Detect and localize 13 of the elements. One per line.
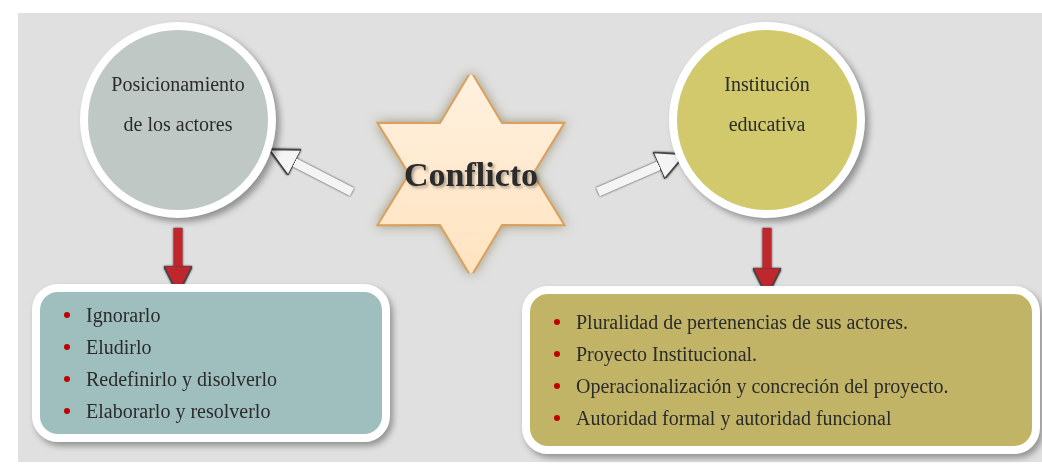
circle-label: Posicionamiento de los actores	[110, 72, 246, 137]
list-item: Ignorarlo	[86, 303, 161, 329]
list-item: Autoridad formal y autoridad funcional	[576, 406, 892, 432]
list-item: Redefinirlo y disolverlo	[86, 367, 278, 393]
list-item: Eludirlo	[86, 335, 152, 360]
list-item: Proyecto Institucional.	[576, 342, 758, 368]
list-item: Pluralidad de pertenencias de sus actores.	[576, 310, 909, 336]
circle-label: Institución educativa	[723, 72, 811, 137]
star-label: Conflicto	[403, 154, 539, 195]
list-box	[32, 284, 390, 442]
list-item: Elaborarlo y resolverlo	[86, 399, 271, 425]
list-item: Operacionalización y concreción del proyecto.	[576, 374, 949, 400]
list-box	[522, 286, 1040, 454]
